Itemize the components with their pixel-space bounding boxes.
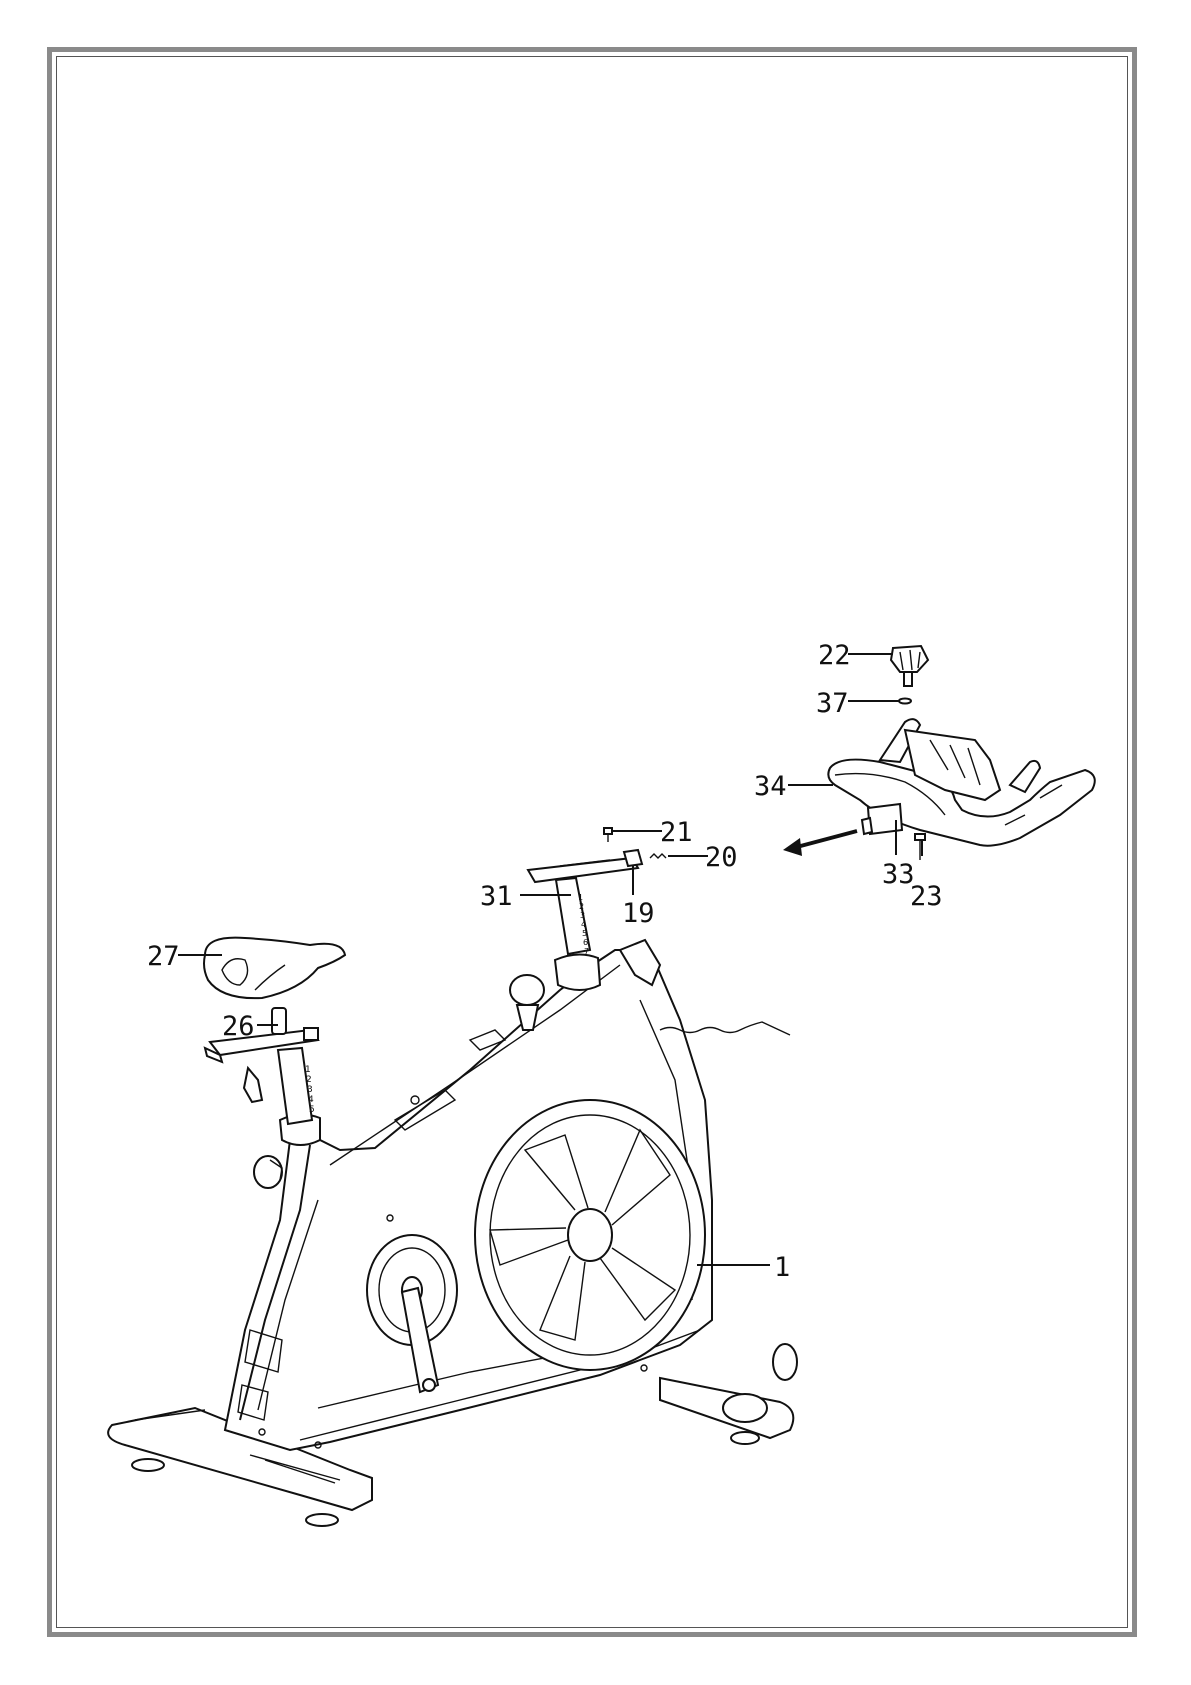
label-part-20: 20 — [705, 842, 738, 873]
saddle — [204, 938, 345, 999]
label-part-1: 1 — [774, 1252, 790, 1283]
bar-scale-3: 3 — [580, 911, 585, 920]
seat-scale-4: 4 — [308, 1095, 314, 1105]
bar-scale-5: 5 — [582, 929, 587, 938]
label-part-27: 27 — [147, 941, 180, 972]
bar-scale-2: 2 — [579, 902, 584, 911]
label-part-26: 26 — [222, 1011, 255, 1042]
seat-scale-5: 5 — [309, 1105, 315, 1115]
label-part-37: 37 — [816, 688, 849, 719]
handlebar — [828, 719, 1094, 846]
seat-scale-2: 2 — [306, 1075, 312, 1085]
label-part-34: 34 — [754, 771, 787, 802]
label-part-22: 22 — [818, 640, 851, 671]
label-part-21: 21 — [660, 817, 693, 848]
label-part-31: 31 — [480, 881, 513, 912]
bike-frame — [108, 940, 797, 1526]
seat-scale-3: 3 — [307, 1085, 313, 1095]
bar-scale-7: 7 — [584, 947, 589, 956]
bar-scale-1: 1 — [578, 893, 583, 902]
label-part-23: 23 — [910, 881, 943, 912]
bar-scale-4: 4 — [581, 920, 586, 929]
seat-scale-1: 1 — [305, 1065, 311, 1075]
assembly-arrow — [783, 831, 857, 856]
label-part-19: 19 — [622, 898, 655, 929]
bar-scale-6: 6 — [583, 938, 588, 947]
